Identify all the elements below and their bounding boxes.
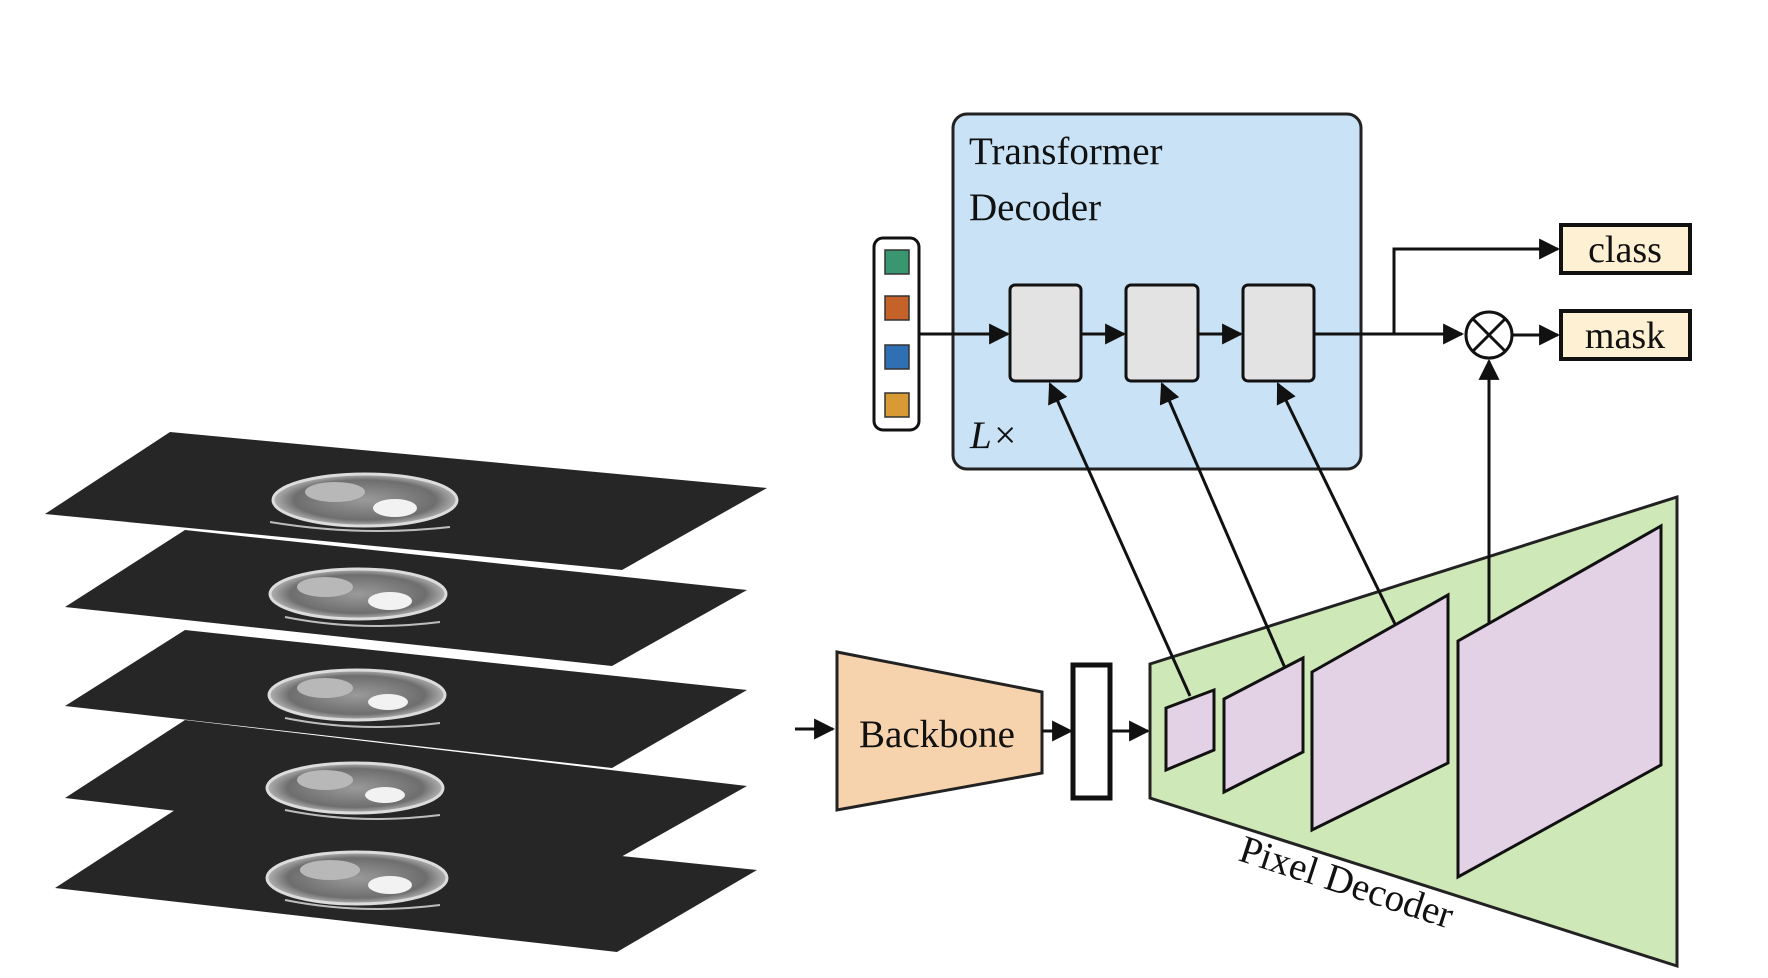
feature-map bbox=[1310, 592, 1450, 833]
ct-slice bbox=[55, 810, 757, 952]
feature-map bbox=[1222, 655, 1305, 795]
ct-slice-stack bbox=[45, 432, 767, 952]
feature-bar bbox=[1070, 662, 1113, 801]
arrow-featuremap-to-block2 bbox=[1159, 382, 1287, 669]
transformer-decoder: Transformer Decoder L× bbox=[951, 112, 1363, 471]
query-tokens bbox=[872, 236, 921, 432]
query-token bbox=[884, 392, 910, 418]
repeat-label: L× bbox=[969, 414, 1018, 457]
ct-slice bbox=[65, 630, 747, 768]
backbone-label: Backbone bbox=[859, 713, 1015, 756]
query-token bbox=[884, 249, 910, 275]
arrow-to-class bbox=[1392, 238, 1561, 334]
decoder-block bbox=[1008, 283, 1083, 383]
query-token bbox=[884, 295, 910, 321]
query-token bbox=[884, 344, 910, 370]
transformer-title-line2: Decoder bbox=[969, 186, 1101, 229]
class-output: class bbox=[1559, 223, 1692, 275]
feature-map bbox=[1456, 523, 1663, 880]
class-label: class bbox=[1588, 229, 1662, 271]
ct-slice bbox=[45, 432, 767, 570]
decoder-block bbox=[1124, 283, 1200, 383]
mask-output: mask bbox=[1559, 309, 1692, 361]
arrow-featuremap-to-block1 bbox=[1048, 382, 1192, 697]
transformer-title-line1: Transformer bbox=[969, 130, 1163, 173]
multiply-node bbox=[1464, 310, 1514, 360]
decoder-block bbox=[1241, 283, 1316, 383]
pixel-decoder: Pixel Decoder bbox=[1148, 494, 1679, 969]
ct-slice bbox=[65, 530, 747, 666]
ct-slice bbox=[65, 720, 747, 862]
backbone: Backbone bbox=[835, 650, 1044, 812]
mask-label: mask bbox=[1585, 315, 1665, 357]
arrow-featuremap-to-block3 bbox=[1276, 382, 1397, 625]
feature-map bbox=[1164, 687, 1216, 773]
